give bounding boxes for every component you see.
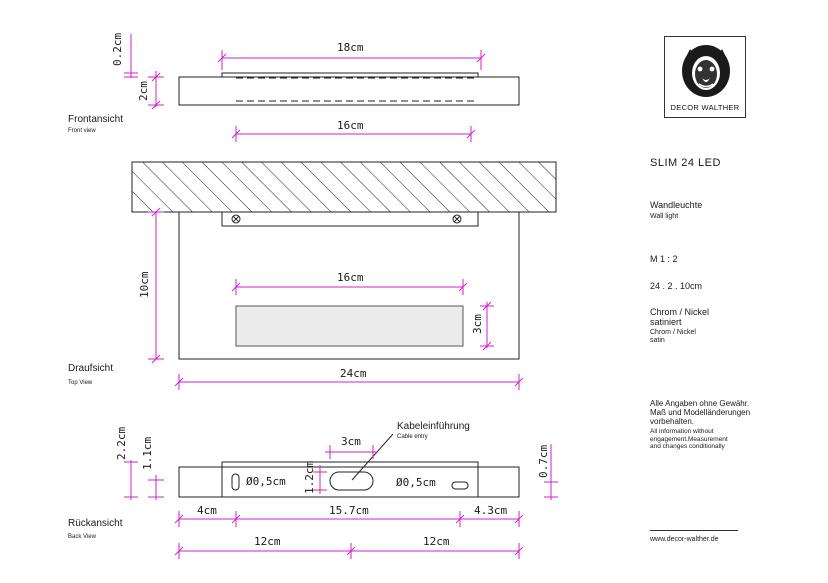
product-name: SLIM 24 LED [650,157,721,169]
mounting-plate [221,211,479,227]
back-plate [221,461,479,498]
dim-front-height: 2cm [137,81,150,101]
front-view-title: Frontansicht [68,114,123,125]
dim-back-right-margin: 4.3cm [474,504,507,517]
dim-front-gap: 0.2cm [111,33,124,66]
dim-top-depth: 10cm [138,271,151,298]
front-cover [221,72,479,78]
dim-back-height-total: 2.2cm [115,427,128,460]
dim-back-height-inner: 1.1cm [141,437,154,470]
cable-entry-title: Kabeleinführung [397,421,470,432]
disclaimer-de-2: Maß und Modelländerungen [650,408,751,417]
dim-front-width-bottom: 16cm [337,119,364,132]
disclaimer-de-1: Alle Angaben ohne Gewähr. [650,399,750,408]
disclaimer-de-3: vorbehalten. [650,417,695,426]
top-dimensions [148,207,524,390]
dim-back-half-right: 12cm [423,535,450,548]
dim-hole-left: Ø0,5cm [246,475,286,488]
dim-top-total-width: 24cm [340,367,367,380]
front-view-subtitle: Front view [68,128,96,134]
product-scale: M 1 : 2 [650,254,678,264]
cable-slot [329,471,374,491]
front-dimensions [124,34,486,142]
front-view [178,72,520,106]
dim-back-half-left: 12cm [254,535,281,548]
finish-de-line1: Chrom / Nickel [650,307,710,317]
brand-name: DECOR WALTHER [670,103,740,112]
wall-section [131,161,557,213]
product-type-de: Wandleuchte [650,200,703,210]
dim-hole-right: Ø0,5cm [396,476,436,489]
finish-de-line2: satiniert [650,317,682,327]
dim-top-window-width: 16cm [337,271,364,284]
dim-back-center-span: 15.7cm [329,504,369,517]
keyhole-right [451,481,469,490]
screw-right-icon [452,214,462,224]
keyhole-left [231,473,240,491]
disclaimer-en-3: and changes conditionally [650,443,725,450]
dim-slot-width: 3cm [341,435,361,448]
product-dimensions: 24 . 2 . 10cm [650,281,703,291]
product-type-en: Wall light [650,213,679,220]
disclaimer-en-2: engagement.Measurement [650,435,728,443]
dim-top-window-height: 3cm [471,314,484,334]
dim-back-right-offset: 0.7cm [537,445,550,478]
light-window [235,305,464,347]
back-view-title: Rückansicht [68,518,123,529]
disclaimer-en-1: All information without [650,428,714,435]
cable-entry-subtitle: Cable entry [397,434,428,440]
lion-head-icon [682,45,730,97]
top-view [131,161,557,360]
dim-front-width-top: 18cm [337,41,364,54]
back-dimensions [124,444,558,559]
website-divider [650,530,738,531]
finish-en-line1: Chrom / Nickel [650,329,696,336]
back-view-subtitle: Back View [68,534,97,540]
website-link[interactable]: www.decor-walther.de [650,536,719,543]
top-view-title: Draufsicht [68,363,113,374]
top-view-subtitle: Top View [68,380,93,386]
dim-back-left-margin: 4cm [197,504,217,517]
finish-en-line2: satin [650,337,665,344]
screw-left-icon [231,214,241,224]
brand-logo: DECOR WALTHER [664,36,746,118]
dim-slot-height: 1.2cm [303,461,316,494]
